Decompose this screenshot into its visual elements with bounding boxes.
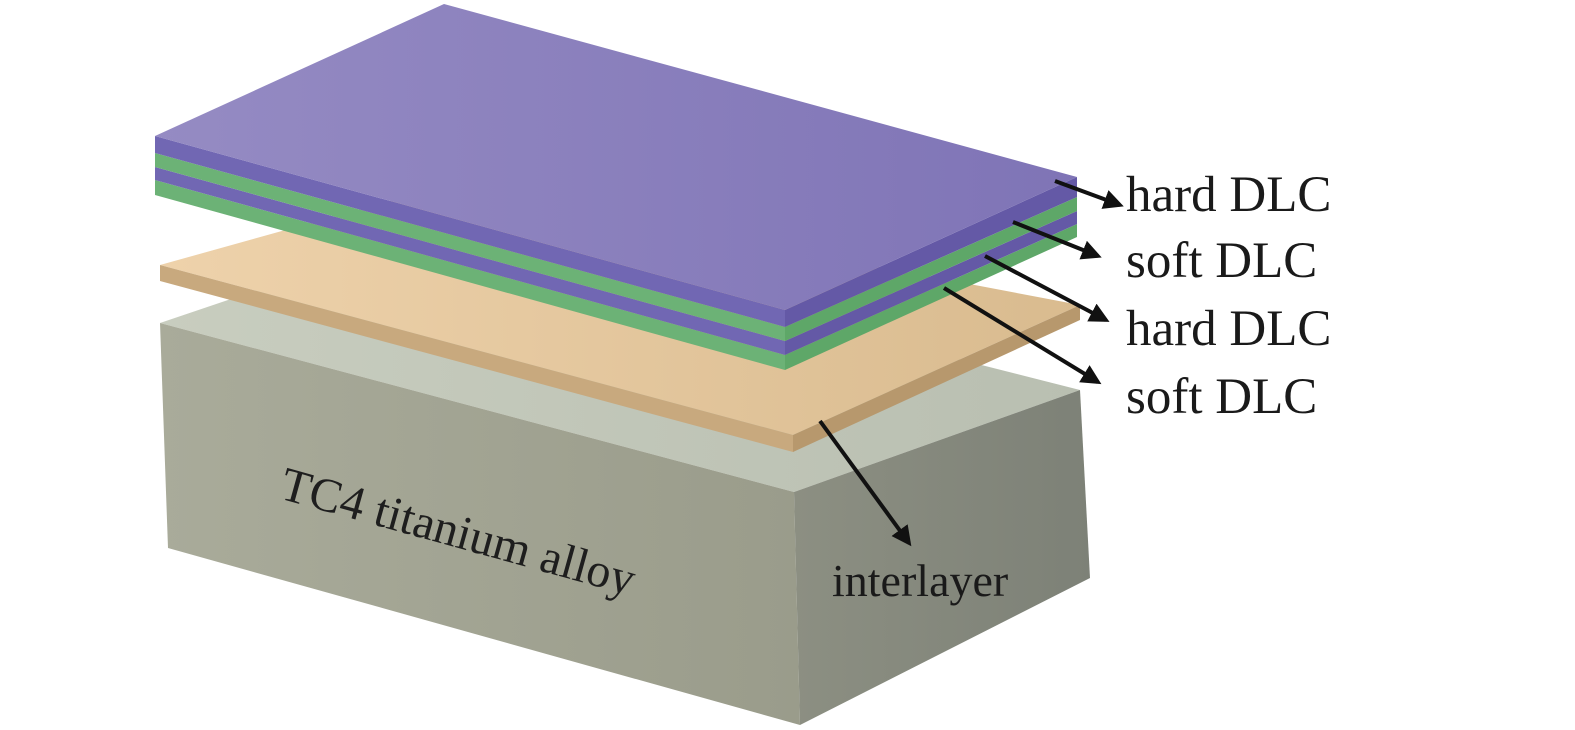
arrow-interlayer bbox=[818, 419, 912, 547]
hard-dlc-band-right-top bbox=[785, 177, 1077, 327]
arrow-layer-4 bbox=[942, 286, 1102, 385]
soft-dlc-band-right-upper bbox=[785, 197, 1077, 341]
hard-dlc-top-face bbox=[155, 4, 1077, 310]
soft-dlc-band-front-upper bbox=[155, 153, 785, 341]
hard-dlc-band-front-lower bbox=[155, 167, 785, 355]
soft-dlc-band-right-bottom bbox=[785, 224, 1077, 370]
arrow-layer-2 bbox=[1012, 220, 1102, 260]
label-hard-dlc-1: hard DLC bbox=[1126, 167, 1331, 223]
label-soft-dlc-1: soft DLC bbox=[1126, 233, 1317, 289]
soft-dlc-band-front-bottom bbox=[155, 180, 785, 370]
hard-dlc-band-front-top bbox=[155, 136, 785, 327]
interlayer-right-edge bbox=[793, 305, 1080, 452]
dlc-stack-right-edge bbox=[785, 177, 1077, 370]
arrow-layer-3 bbox=[984, 254, 1110, 322]
arrow-layer-1 bbox=[1054, 179, 1124, 209]
substrate-front-face bbox=[160, 323, 800, 725]
interlayer-front-edge bbox=[160, 265, 793, 452]
substrate-right-face bbox=[794, 390, 1090, 725]
dlc-stack-front-edge bbox=[155, 136, 785, 370]
label-hard-dlc-2: hard DLC bbox=[1126, 301, 1331, 357]
label-soft-dlc-2: soft DLC bbox=[1126, 369, 1317, 425]
pointer-arrows bbox=[818, 179, 1124, 547]
label-interlayer: interlayer bbox=[832, 555, 1008, 606]
hard-dlc-band-right-lower bbox=[785, 211, 1077, 355]
